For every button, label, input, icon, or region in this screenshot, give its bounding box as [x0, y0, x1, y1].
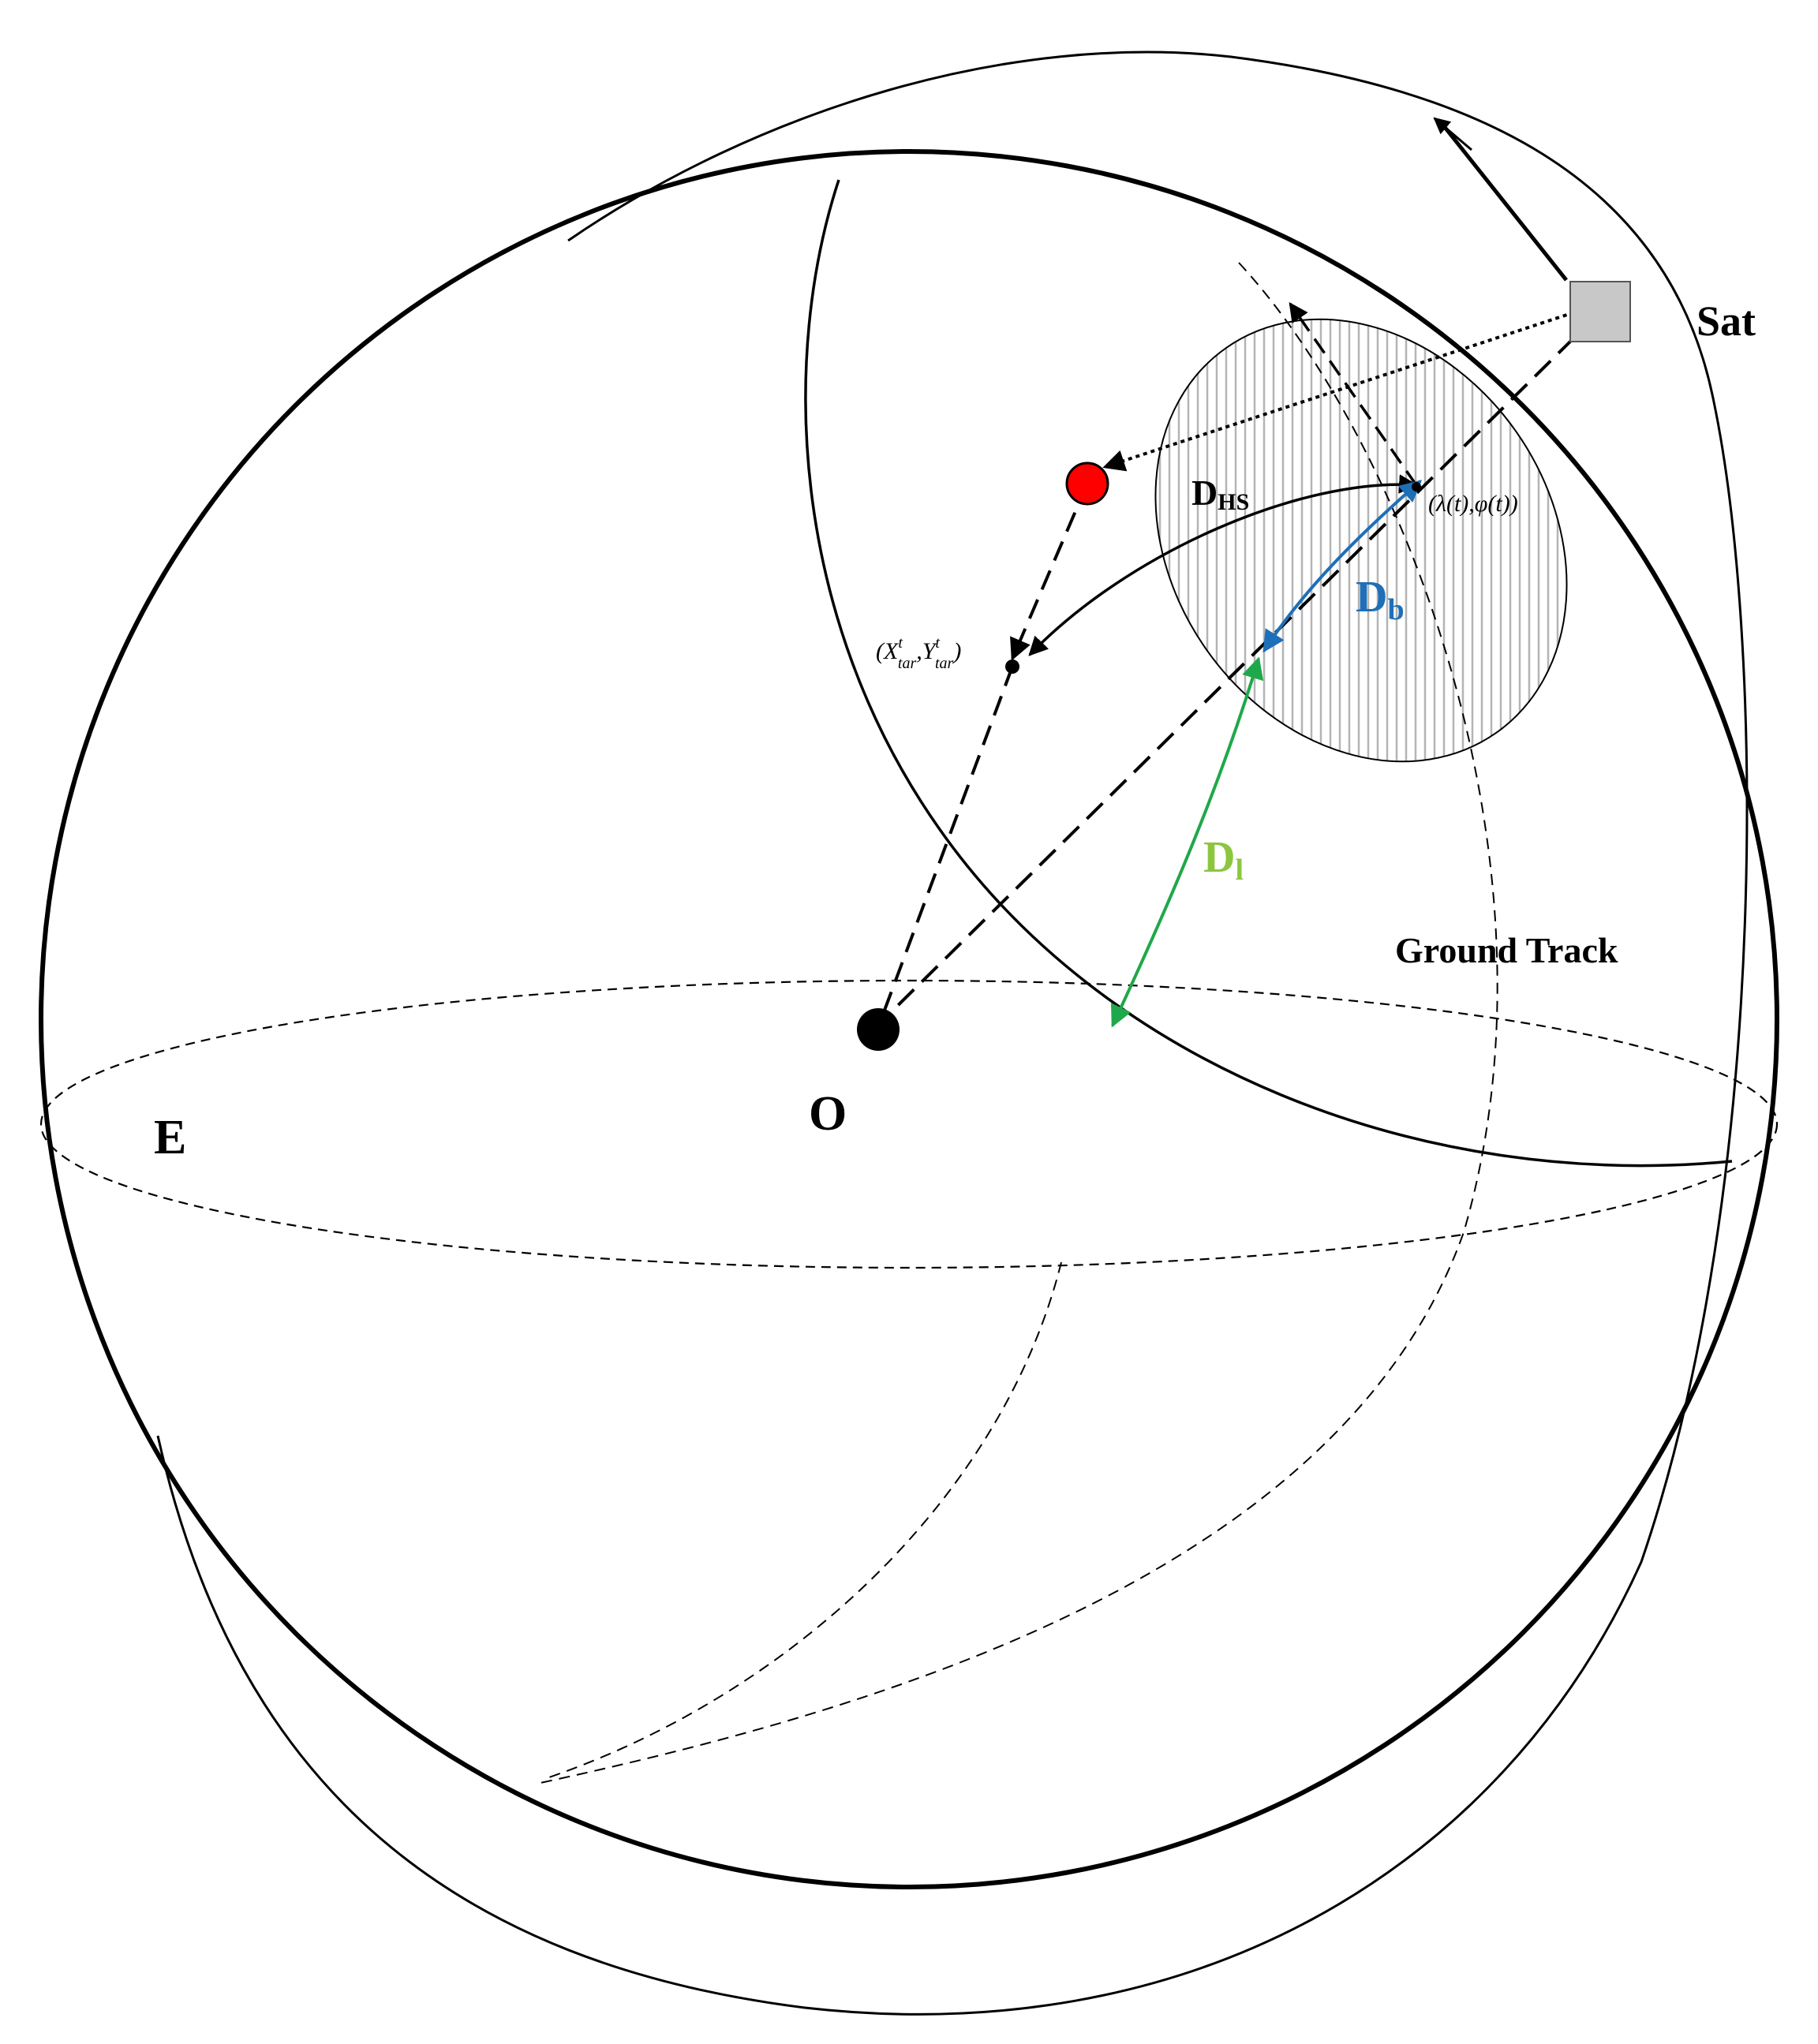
d-l-label: Dl — [1203, 833, 1244, 887]
satellite-orbit — [156, 50, 1749, 2016]
ground-track-label: Ground Track — [1395, 930, 1618, 970]
earth-sphere — [39, 149, 1779, 1889]
origin-label: O — [809, 1087, 847, 1141]
target-position-point — [1005, 660, 1019, 674]
target-red-point — [1065, 461, 1109, 506]
subsatellite-point — [1412, 482, 1421, 491]
d-l-arc — [1110, 656, 1264, 1028]
subpoint-coordinate-label: (λ(t),φ(t)) — [1428, 491, 1518, 517]
ground-track-circle — [540, 179, 1733, 1784]
equator-circle — [39, 979, 1779, 1269]
satellite-lines — [874, 301, 1576, 1029]
earth-label: E — [154, 1111, 186, 1164]
satellite-icon — [1569, 281, 1631, 342]
target-line — [877, 483, 1089, 1028]
sat-label: Sat — [1696, 297, 1756, 345]
d-b-label: Db — [1356, 573, 1405, 626]
origin-point — [857, 1008, 900, 1051]
d-b-arc — [1262, 480, 1423, 653]
d-hs-label: DHS — [1191, 473, 1249, 515]
footprint-ellipse — [1105, 276, 1618, 781]
